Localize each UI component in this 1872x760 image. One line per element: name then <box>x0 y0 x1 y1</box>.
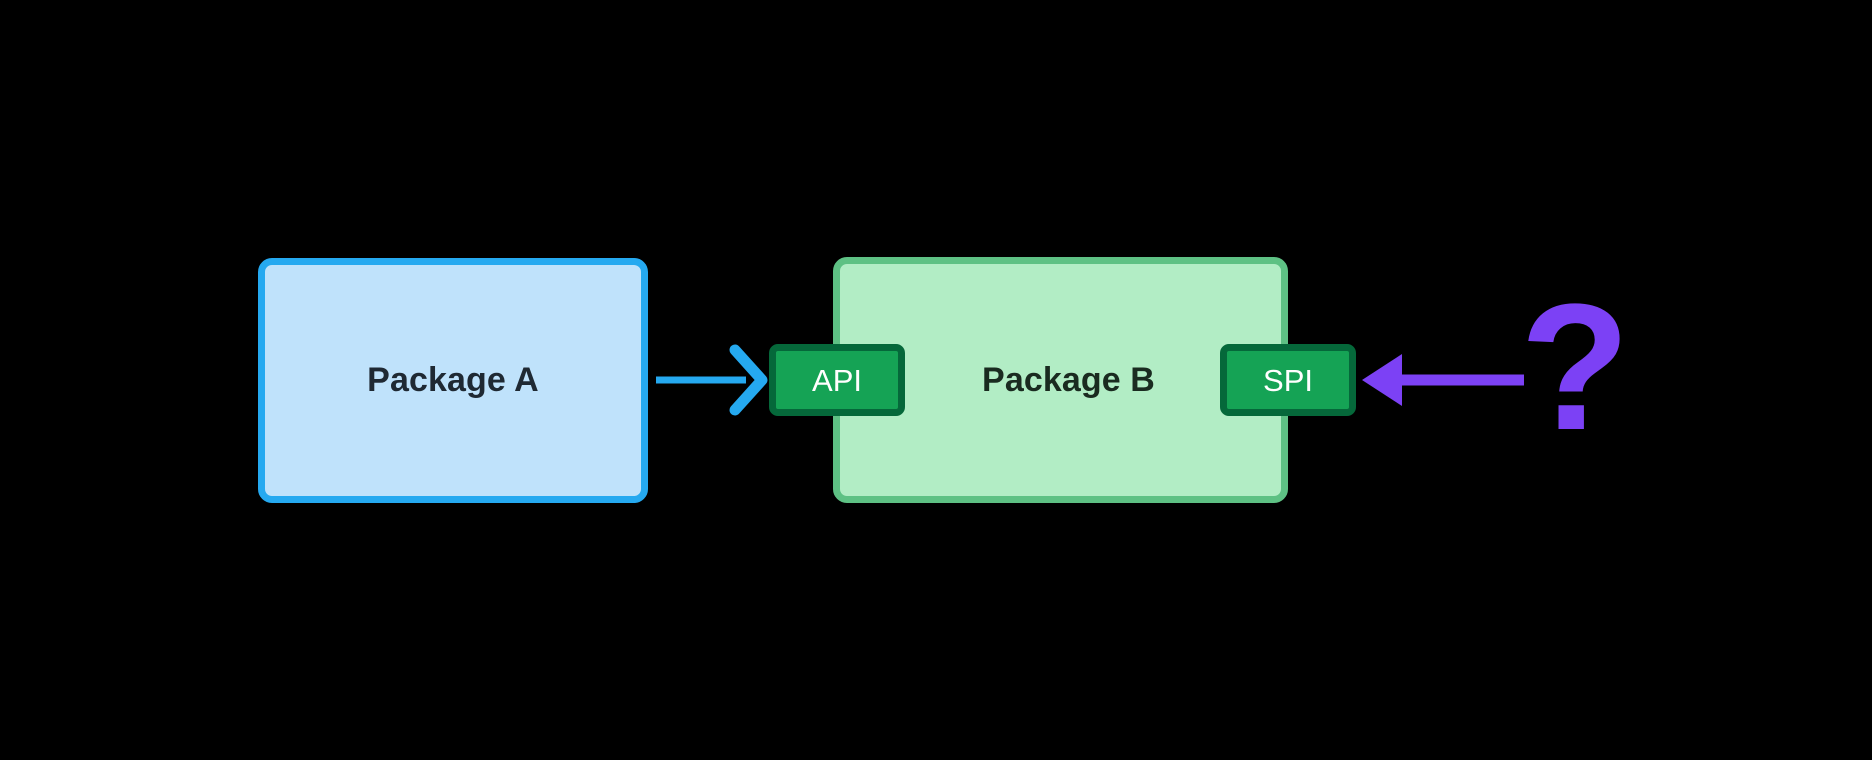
arrowhead-triangle-purple <box>1362 354 1402 406</box>
package-a-box: Package A <box>258 258 648 503</box>
question-mark-icon: ? <box>1520 267 1630 468</box>
package-b-label: Package B <box>982 360 1155 399</box>
spi-interface-badge: SPI <box>1220 344 1356 416</box>
spi-label: SPI <box>1263 362 1313 398</box>
package-a-label: Package A <box>367 361 539 399</box>
api-label: API <box>812 362 862 398</box>
package-b-box: Package B <box>833 257 1288 503</box>
api-interface-badge: API <box>769 344 905 416</box>
arrow-unknown-to-spi <box>1362 354 1524 406</box>
arrow-package-a-to-api <box>656 344 768 416</box>
arrowhead-chevron-blue <box>729 344 768 416</box>
